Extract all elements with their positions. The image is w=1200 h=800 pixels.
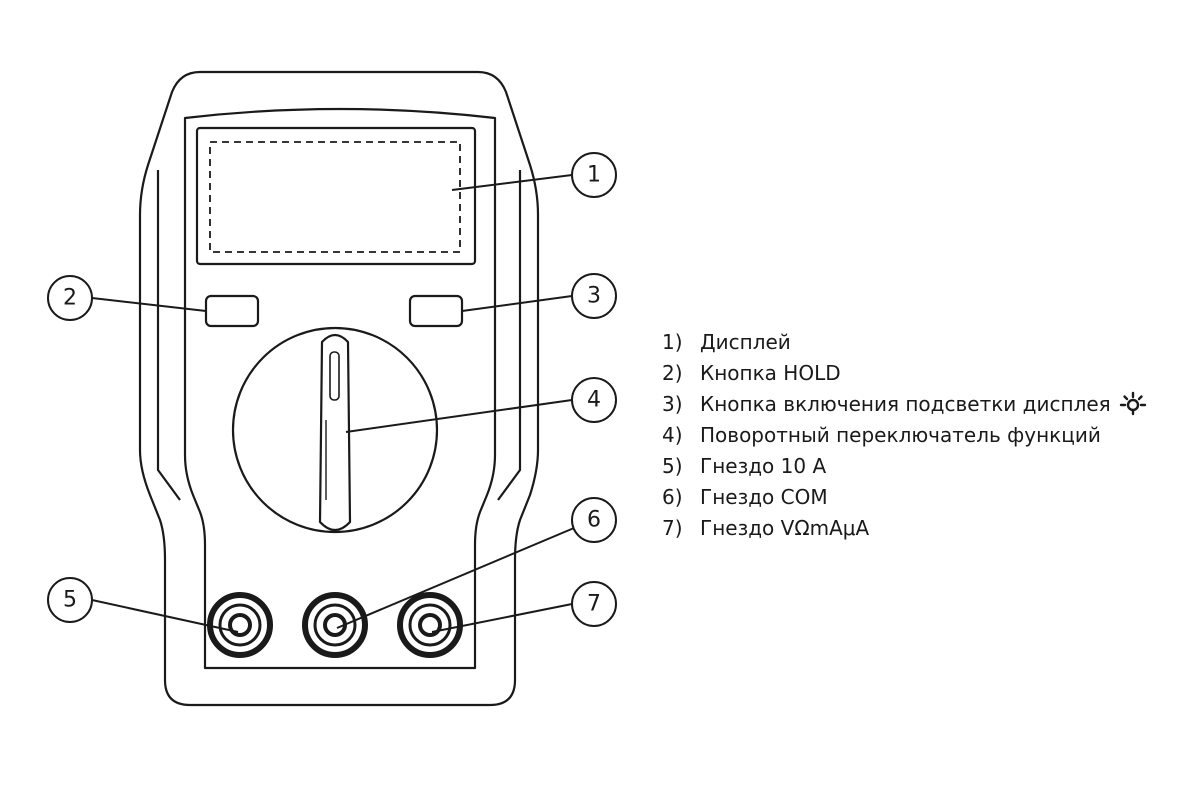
- legend-text: Поворотный переключатель функций: [700, 423, 1101, 447]
- legend-number: 2): [662, 361, 683, 385]
- legend-text: Кнопка включения подсветки дисплея: [700, 392, 1111, 416]
- callout-number-3: 3: [587, 284, 601, 309]
- legend-number: 4): [662, 423, 683, 447]
- callout-number-1: 1: [587, 163, 601, 188]
- callout-circle-7: [571, 581, 617, 627]
- dial-pointer-slot: [329, 351, 340, 401]
- callout-circle-5: [47, 577, 93, 623]
- multimeter-face: [183, 107, 497, 670]
- display-area: [209, 141, 461, 253]
- legend-list: 1) Дисплей 2) Кнопка HOLD 3) Кнопка вклю…: [662, 327, 1147, 544]
- jack-com: [302, 592, 368, 658]
- legend-text: Дисплей: [700, 330, 791, 354]
- hold-button: [204, 294, 260, 328]
- right-grip-line: [497, 170, 522, 501]
- legend-item: 3) Кнопка включения подсветки дисплея: [662, 389, 1147, 420]
- leader-line-7: [431, 603, 573, 633]
- callout-number-7: 7: [587, 592, 601, 617]
- legend-item: 4) Поворотный переключатель функций: [662, 420, 1147, 451]
- legend-number: 3): [662, 392, 683, 416]
- legend-text: Кнопка HOLD: [700, 361, 841, 385]
- legend-number: 6): [662, 485, 683, 509]
- legend-item: 6) Гнездо COM: [662, 482, 1147, 513]
- callout-number-2: 2: [63, 286, 77, 311]
- rotary-dial: [231, 326, 439, 534]
- callout-number-6: 6: [587, 508, 601, 533]
- callout-number-4: 4: [587, 388, 601, 413]
- legend-text: Гнездо VΩmAμA: [700, 516, 870, 540]
- left-grip-line: [156, 170, 181, 501]
- leader-line-1: [451, 174, 573, 191]
- legend-text: Гнездо COM: [700, 485, 828, 509]
- callout-circle-1: [571, 152, 617, 198]
- callout-circle-6: [571, 497, 617, 543]
- leader-line-3: [461, 295, 573, 312]
- callout-circle-3: [571, 273, 617, 319]
- backlight-button: [408, 294, 464, 328]
- leader-line-2: [91, 297, 207, 312]
- legend-number: 1): [662, 330, 683, 354]
- legend-item: 5) Гнездо 10 A: [662, 451, 1147, 482]
- leader-line-6: [336, 527, 575, 629]
- legend-number: 5): [662, 454, 683, 478]
- legend-text: Гнездо 10 A: [700, 454, 827, 478]
- leader-line-4: [345, 399, 573, 433]
- legend-item: 2) Кнопка HOLD: [662, 358, 1147, 389]
- callout-circle-2: [47, 275, 93, 321]
- jack-10a: [207, 592, 273, 658]
- legend-number: 7): [662, 516, 683, 540]
- legend-item: 1) Дисплей: [662, 327, 1147, 358]
- callout-circle-4: [571, 377, 617, 423]
- jack-vohm: [397, 592, 463, 658]
- backlight-bulb-icon: [1119, 391, 1147, 419]
- legend-item: 7) Гнездо VΩmAμA: [662, 513, 1147, 544]
- leader-line-5: [91, 599, 239, 633]
- dial-pointer: [318, 333, 352, 532]
- display-frame: [195, 126, 477, 266]
- multimeter-body-outline: [138, 70, 540, 707]
- callout-number-5: 5: [63, 588, 77, 613]
